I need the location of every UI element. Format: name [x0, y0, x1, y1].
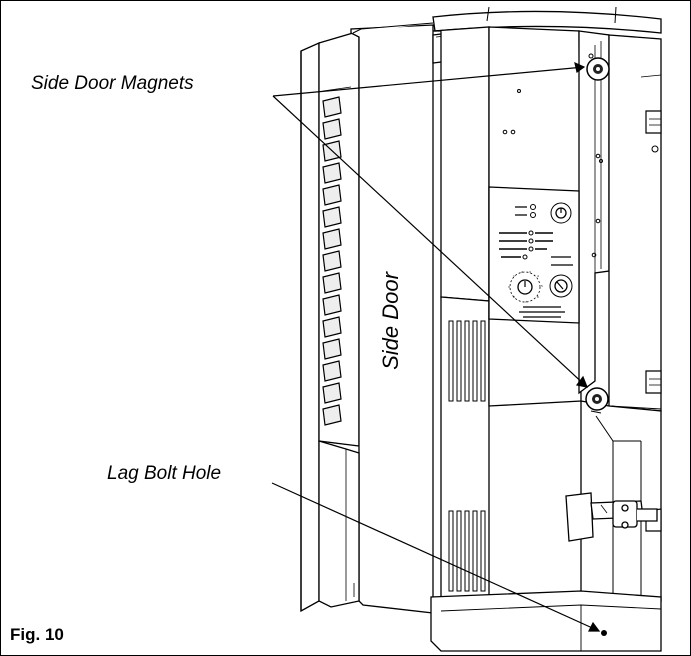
- magnets-callout: Side Door Magnets: [31, 73, 194, 94]
- leader-lines: [271, 61, 601, 632]
- screw-dots: [502, 53, 659, 258]
- control-panel: 1 2 3 4 5 6 7 8 9: [488, 186, 580, 324]
- dial-number: 4: [537, 274, 539, 278]
- side-door-label: Side Door: [378, 272, 403, 370]
- door-louvers: [322, 96, 342, 426]
- magnet-bottom: [585, 387, 609, 411]
- dial-number: 5: [541, 284, 543, 288]
- side-door: [300, 22, 434, 614]
- vent-slots: [448, 320, 486, 592]
- dial-number: 6: [537, 295, 539, 299]
- dial-number: 7: [525, 300, 527, 304]
- dial-number: 2: [521, 270, 523, 274]
- lag-bolt-hole: [601, 630, 607, 636]
- magnet-top: [586, 57, 610, 81]
- latch-assembly: [565, 492, 658, 542]
- dial-number: 8: [513, 295, 515, 299]
- figure-caption: Fig. 10: [10, 625, 64, 644]
- dial-number: 9: [508, 285, 510, 289]
- dial-number: 1: [513, 274, 515, 278]
- dial-number: 3: [529, 270, 531, 274]
- lag-bolt-callout: Lag Bolt Hole: [107, 463, 222, 484]
